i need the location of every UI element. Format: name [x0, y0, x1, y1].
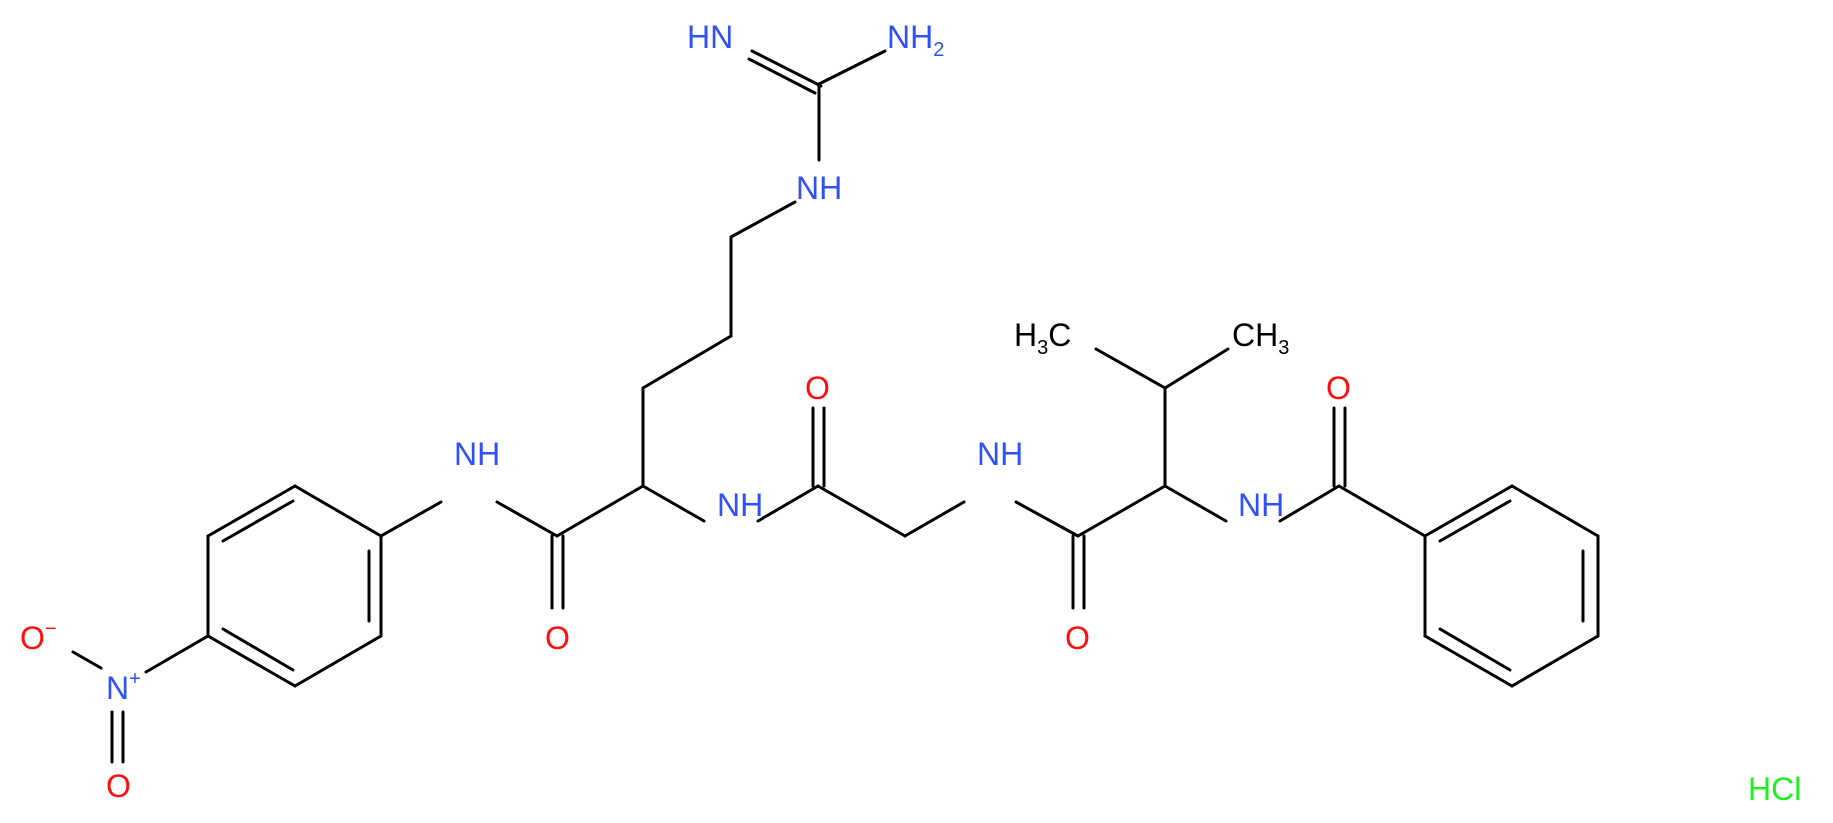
nitro-oxide-label: O−: [20, 618, 57, 656]
bond: [817, 49, 887, 86]
plus-charge: +: [129, 668, 141, 690]
bond: [495, 500, 559, 538]
val-nh-label: NH: [1238, 487, 1284, 523]
bond: [750, 49, 823, 88]
bond: [1438, 499, 1512, 543]
methyl-left-h-text: H: [1014, 317, 1037, 353]
bond: [1510, 484, 1600, 538]
bond: [1337, 484, 1427, 538]
benzoyl-carbonyl-oxygen-label: O: [1326, 370, 1351, 406]
bond: [293, 634, 383, 688]
bond: [555, 484, 645, 538]
bond: [729, 200, 797, 239]
bond: [1438, 627, 1512, 672]
bond: [747, 57, 817, 95]
bond: [816, 484, 907, 538]
methyl-left-label: H3C: [1014, 317, 1071, 359]
bond: [1510, 634, 1600, 688]
hcl-salt-label: HCl: [1748, 771, 1801, 807]
bond: [221, 627, 295, 672]
imine-nh-label: HN: [687, 19, 733, 55]
bond: [293, 484, 383, 538]
bond: [144, 634, 210, 674]
anilide-nh-label: NH: [454, 436, 500, 472]
bond: [1094, 347, 1167, 390]
val-carbonyl-oxygen-label: O: [1065, 620, 1090, 656]
minus-charge: −: [45, 618, 57, 640]
bond: [1076, 484, 1167, 538]
nitro-nitrogen-label: N+: [106, 668, 141, 706]
methyl-right-ch-text: CH: [1232, 317, 1278, 353]
bond: [641, 484, 706, 523]
amine-nh2-label: NH2: [887, 19, 944, 61]
methyl-right-label: CH3: [1232, 317, 1289, 359]
bonds: [71, 49, 1600, 764]
bond: [221, 499, 295, 543]
bond: [903, 500, 966, 538]
methyl-left-c-text: C: [1048, 317, 1071, 353]
bond: [71, 650, 103, 670]
bond: [1014, 500, 1080, 538]
methyl-left-subscript: 3: [1037, 337, 1048, 359]
guanidine-nh-label: NH: [796, 170, 842, 206]
bond: [206, 484, 297, 538]
arg-carbonyl-oxygen-label: O: [545, 620, 570, 656]
bond: [1163, 347, 1230, 390]
atom-labels: HN NH2 NH H3C CH3 O O NH NH NH NH O O O−…: [20, 19, 1801, 807]
bond: [206, 634, 297, 688]
bond: [641, 334, 733, 390]
bond: [1423, 634, 1514, 688]
bond: [1423, 484, 1514, 538]
bond: [1278, 484, 1341, 523]
nitro-oxide-o-text: O: [20, 620, 45, 656]
bond: [756, 484, 820, 523]
bond: [1163, 484, 1228, 523]
amine-nh-text: NH: [887, 19, 933, 55]
methyl-right-subscript: 3: [1278, 337, 1289, 359]
nitro-n-text: N: [106, 670, 129, 706]
nitro-oxygen-label: O: [106, 768, 131, 804]
arg-nh-label: NH: [717, 487, 763, 523]
amine-subscript: 2: [933, 39, 944, 61]
bond: [379, 500, 443, 538]
gly-nh-label: NH: [977, 436, 1023, 472]
gly-carbonyl-oxygen-label: O: [805, 370, 830, 406]
